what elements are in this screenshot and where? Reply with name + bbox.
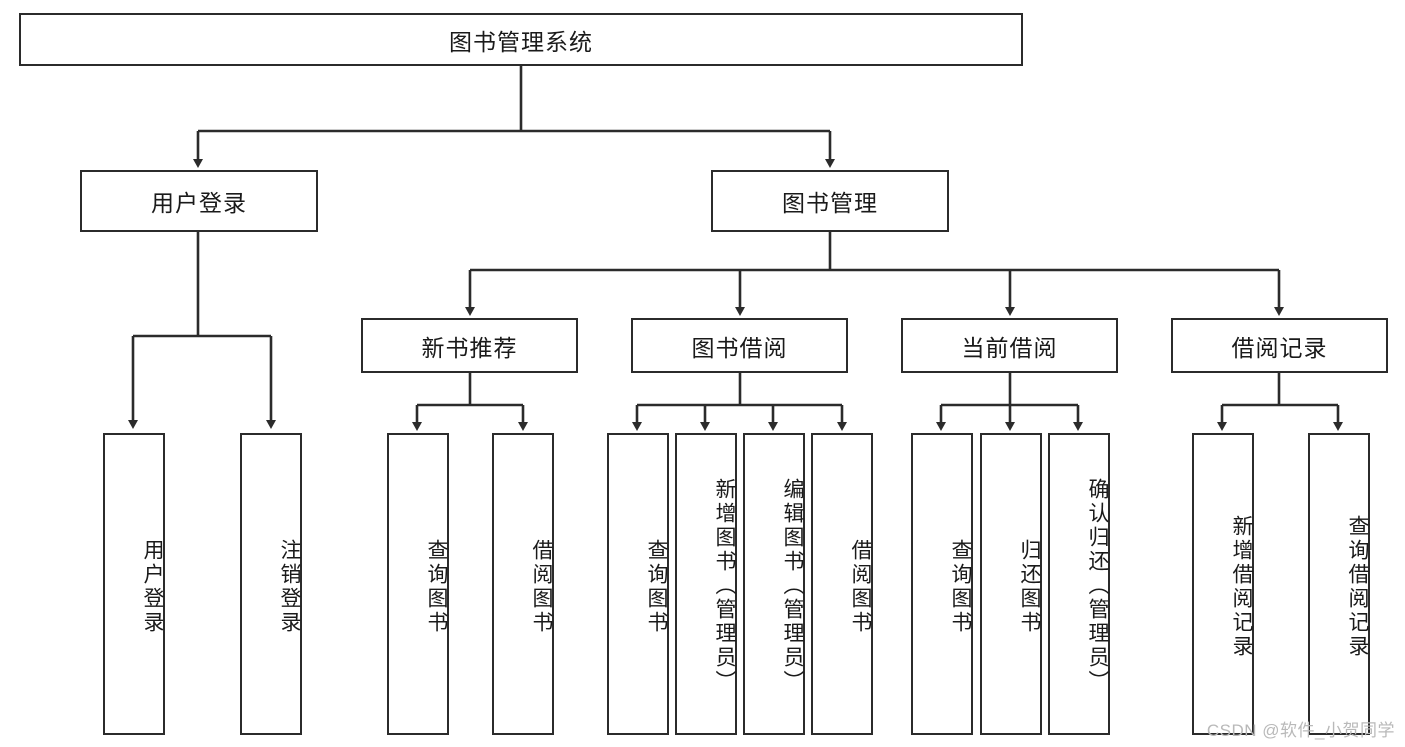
leaf-query-borrow-record[interactable]: 查询借阅记录: [1308, 433, 1370, 735]
leaf-borrow-book-recommend[interactable]: 借阅图书: [492, 433, 554, 735]
node-root-system[interactable]: 图书管理系统: [19, 13, 1023, 66]
leaf-borrow-book[interactable]: 借阅图书: [811, 433, 873, 735]
leaf-query-book-current[interactable]: 查询图书: [911, 433, 973, 735]
node-current-borrow[interactable]: 当前借阅: [901, 318, 1118, 373]
node-user-login[interactable]: 用户登录: [80, 170, 318, 232]
leaf-confirm-return-admin[interactable]: 确认归还（管理员）: [1048, 433, 1110, 735]
node-book-borrow[interactable]: 图书借阅: [631, 318, 848, 373]
leaf-add-book-admin[interactable]: 新增图书（管理员）: [675, 433, 737, 735]
leaf-query-book-borrow[interactable]: 查询图书: [607, 433, 669, 735]
leaf-user-login[interactable]: 用户登录: [103, 433, 165, 735]
leaf-add-borrow-record[interactable]: 新增借阅记录: [1192, 433, 1254, 735]
leaf-return-book[interactable]: 归还图书: [980, 433, 1042, 735]
node-book-management[interactable]: 图书管理: [711, 170, 949, 232]
watermark-text: CSDN @软件_小贺同学: [1206, 721, 1395, 740]
node-borrow-record[interactable]: 借阅记录: [1171, 318, 1388, 373]
leaf-query-book-recommend[interactable]: 查询图书: [387, 433, 449, 735]
leaf-edit-book-admin[interactable]: 编辑图书（管理员）: [743, 433, 805, 735]
node-new-book-recommend[interactable]: 新书推荐: [361, 318, 578, 373]
leaf-user-logout[interactable]: 注销登录: [240, 433, 302, 735]
